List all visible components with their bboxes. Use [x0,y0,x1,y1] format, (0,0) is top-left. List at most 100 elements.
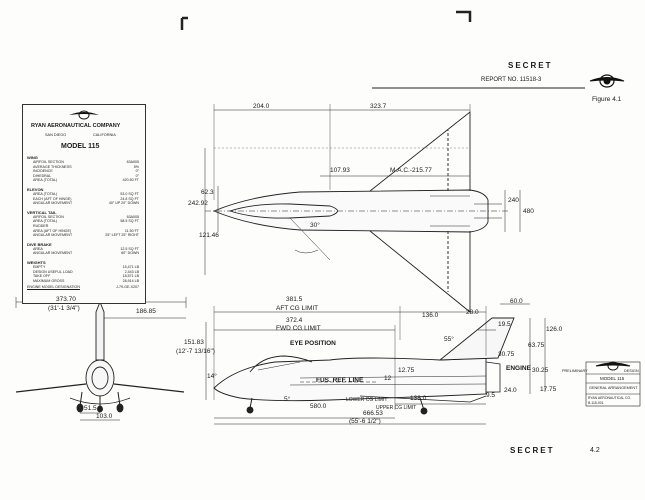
spec-row-label: AREA (TOTAL) [33,219,58,224]
side-dim-1260: 126.0 [546,326,563,333]
side-dim-66653-ft: (55'-6 1/2") [349,418,381,425]
spec-row-label: AIRFOIL SECTION [33,214,64,219]
plan-dim-2040: 204.0 [253,103,270,110]
plan-view [204,104,521,313]
spec-row-label: TAKE OFF [33,274,51,279]
ryan-logo-icon [589,74,625,88]
spec-row-value: 63A005 [126,214,139,219]
side-aft-cg-value: 381.5 [286,296,303,303]
spec-row-value: 28,914 LB [122,278,139,283]
front-view [15,297,187,421]
spec-row-value: 0° [135,173,139,178]
spec-row-label: AREA (AFT OF HINGE) [33,228,72,233]
plan-angle-30: 30° [310,222,320,229]
spec-row-label: MAXIMUM GROSS [33,278,65,283]
side-dim-5: 5° [284,396,291,403]
side-view [205,303,546,425]
spec-row-value: 40° UP 20° DOWN [108,201,139,206]
spec-row-label: ANGULAR MOVEMENT [33,201,73,206]
front-dim-37370: 373.70 [56,296,76,303]
spec-section-title: VERTICAL TAIL [27,209,57,215]
plan-dim-3237: 323.7 [370,103,387,110]
spec-section-title: DIVE BRAKE [27,241,52,247]
side-dim-15183: 151.83 [184,339,204,346]
side-dim-280: 28.0 [466,309,479,316]
spec-row-label: AREA (TOTAL) [33,178,58,183]
title-block: PRELIMINARY DESIGN MODEL 115 GENERAL ARR… [562,362,640,406]
security-marking-bottom: SECRET [510,446,555,455]
side-dim-95: 9.5 [486,392,496,399]
spec-row-label: ANGULAR MOVEMENT [33,251,73,256]
title-number: B-115-001 [588,401,604,405]
side-dim-6375: 63.75 [528,342,545,349]
title-model: MODEL 115 [600,376,625,381]
spec-footer-value: J-79-GE-X207 [116,285,139,289]
side-fwd-cg-limit: FWD CG LIMIT [276,325,321,332]
specification-sheet: RYAN AERONAUTICAL COMPANY SAN DIEGO CALI… [22,104,146,304]
corner-mark-left [180,16,188,30]
spec-row-value: 0° [135,169,139,174]
spec-row-value: 12.5 SQ FT [120,246,139,251]
spec-row-value: 5% [133,164,139,169]
spec-row-label: AREA (TOTAL) [33,192,58,196]
plan-dim-10793: 107.93 [330,167,350,174]
side-fwd-cg-value: 372.4 [286,317,303,324]
spec-logo-icon [69,110,99,120]
spec-row-value: 63A005 [126,160,139,164]
side-engine: ENGINE [506,365,531,372]
spec-company: RYAN AERONAUTICAL COMPANY [31,123,121,129]
title-design: DESIGN [624,369,639,373]
side-dim-15183-ft: (12'-7 13/16") [176,348,215,355]
corner-mark-right [456,10,472,22]
spec-row-label: AVERAGE THICKNESS [33,164,72,169]
side-eye-position: EYE POSITION [290,340,336,347]
side-dim-3025: 30.25 [532,367,549,374]
spec-row-label: AREA [33,246,43,251]
side-dim-12: 12 [384,375,392,382]
plan-dim-480: 480 [523,208,534,215]
spec-row-label: DESIGN USEFUL LOAD [33,269,73,274]
front-dim-18685: 186.85 [136,308,156,315]
side-fus-ref-line: FUS. REF. LINE [316,377,364,384]
spec-row-value: 60° DOWN [121,251,139,256]
side-aft-cg-limit: AFT CG LIMIT [276,305,319,312]
front-dim-37370-ft: (31'-1 3/4") [48,305,80,312]
plan-dim-623: 62.3 [201,189,214,196]
front-dim-1030: 103.0 [96,413,113,420]
spec-row-value: 11.50 FT [124,228,139,233]
side-lower-cg-limit: LOWER CG LIMIT [346,397,388,403]
title-general-arrangement: GENERAL ARRANGEMENT [589,386,638,390]
security-marking-top: SECRET [508,61,553,70]
spec-row-value: 420.50 FT [122,178,139,183]
spec-section-title: WING [27,155,38,160]
side-dim-1275: 12.75 [398,367,415,374]
spec-row-value: 18,571 LB [122,274,139,279]
side-upper-cg-limit: UPPER CG LIMIT [376,405,417,411]
spec-footer: ENGINE MODEL DESIGNATION [27,285,80,289]
spec-row-label: EACH (AFT OF HINGE) [33,196,72,201]
spec-row-label: DIHEDRAL [33,173,52,178]
spec-section-title: ELEVON [27,187,44,192]
spec-row-label: EMPTY [33,265,46,269]
spec-model: MODEL 115 [61,143,100,150]
side-dim-14: 14° [207,373,217,380]
spec-section-title: WEIGHTS [27,260,46,265]
title-preliminary: PRELIMINARY [562,369,588,373]
spec-row-value: 25° LEFT 25° RIGHT [105,233,139,238]
plan-dim-12146: 121.46 [199,232,219,239]
figure-label: Figure 4.1 [592,96,622,103]
spec-row-value: 2,443 LB [124,269,139,274]
side-dim-66653: 666.53 [363,410,383,417]
side-dim-1775: 17.75 [540,386,557,393]
spec-row-value: 24.8 SQ FT [120,196,139,201]
plan-dim-240: 240 [508,197,519,204]
page-number: 4.2 [590,447,600,454]
spec-state: CALIFORNIA [93,133,116,137]
side-dim-600: 60.0 [510,298,523,305]
spec-row-label: ANGULAR MOVEMENT [33,233,73,238]
plan-dim-24292: 242.92 [188,200,208,207]
plan-mac: M.A.C.-215.77 [390,167,432,174]
side-dim-1380: 138.0 [410,395,427,402]
